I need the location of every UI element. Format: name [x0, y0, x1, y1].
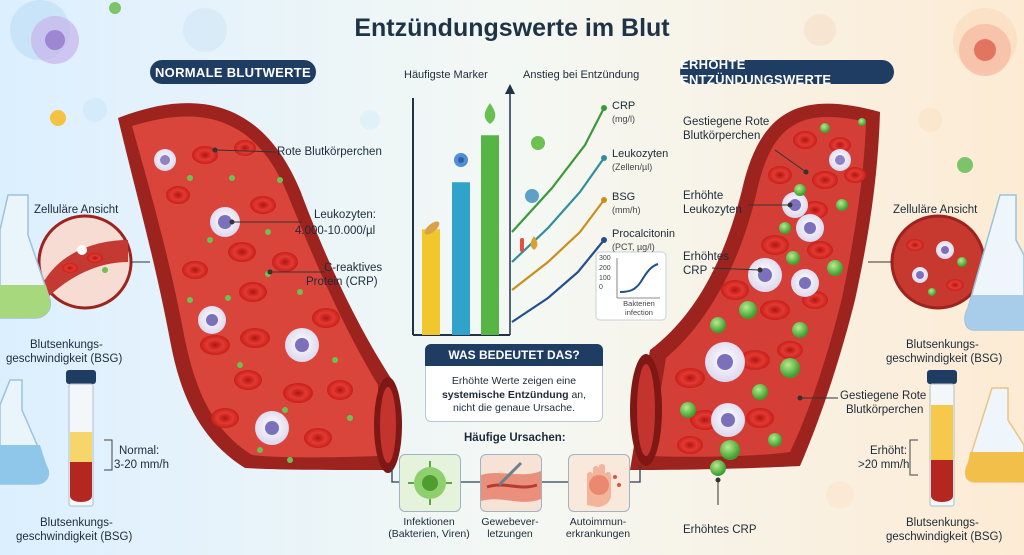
right-rbc-label-1: Gestiegene Rote	[683, 116, 770, 128]
marker-chart	[412, 84, 607, 336]
left-cell-view-label: Zelluläre Ansicht	[34, 204, 119, 216]
bacteria-dot-icon	[50, 110, 66, 126]
test-tube-elevated-icon	[927, 370, 957, 507]
right-crp-bottom-label: Erhöhtes CRP	[683, 524, 757, 536]
cause-tissue-injury-label: Gewebever-letzungen	[481, 516, 539, 541]
germ-icon	[531, 136, 545, 150]
right-rbc2-label-1: Gestiegene Rote	[840, 390, 927, 402]
right-rbc-label-2: Blutkörperchen	[683, 130, 761, 142]
marker-line-bsg	[511, 199, 605, 291]
cause-infection-label: Infektionen(Bakterien, Viren)	[388, 516, 470, 541]
info-box: WAS BEDEUTET DAS? Erhöhte Werte zeigen e…	[425, 344, 603, 422]
marker-label-leukozyten: Leukozyten(Zellen/µl)	[612, 148, 669, 172]
drop-icon	[484, 103, 496, 124]
right-crp-label-2: CRP	[683, 265, 708, 277]
right-crp-label-1: Erhöhtes	[683, 251, 730, 263]
tissue-injury-icon	[481, 461, 541, 502]
left-bsg-bottom-2: geschwindigkeit (BSG)	[16, 531, 133, 543]
marker-label-crp: CRP(mg/l)	[612, 100, 636, 124]
left-cell-view-circle	[37, 214, 133, 310]
right-leuko-label-2: Leukozyten	[683, 204, 742, 216]
left-bsg-top-1: Blutsenkungs-	[30, 339, 103, 351]
elevated-value: >20 mm/h	[858, 459, 910, 471]
left-bsg-bottom-1: Blutsenkungs-	[40, 517, 113, 529]
left-rbc-label: Rote Blutkörperchen	[277, 146, 382, 158]
flask-icon	[0, 379, 50, 485]
normal-bracket	[104, 439, 113, 471]
marker-label-procalcitonin: Procalcitonin(PCT, µg/l)	[612, 228, 675, 252]
causes-connectors	[391, 466, 641, 483]
elevated-bracket	[909, 439, 918, 476]
right-bsg-top-2: geschwindigkeit (BSG)	[886, 353, 1003, 365]
virus-icon	[959, 24, 1011, 76]
left-crp-label-1: C-reaktives	[324, 262, 383, 274]
left-banner: NORMALE BLUTWERTE	[150, 60, 316, 84]
marker-line-procalcitonin	[511, 239, 605, 323]
bacteria-dot-icon	[957, 157, 973, 173]
right-cell-view-label: Zelluläre Ansicht	[893, 204, 978, 216]
lab-icon	[525, 189, 539, 203]
cause-autoimmune-label: Autoimmun-erkrankungen	[565, 516, 631, 541]
left-leuko-value: 4.000-10.000/µl	[295, 225, 376, 237]
right-bsg-bottom-1: Blutsenkungs-	[906, 517, 979, 529]
chart-bar-2	[452, 182, 470, 335]
inflamed-hand-icon	[587, 464, 621, 507]
chart-bar-3	[481, 135, 499, 335]
flask-icon	[964, 387, 1024, 483]
virus-small-icon	[454, 153, 468, 167]
left-bsg-top-2: geschwindigkeit (BSG)	[6, 353, 123, 365]
bacteria-icon	[424, 221, 440, 235]
marker-endpoint-bsg	[601, 197, 607, 203]
right-rbc2-label-2: Blutkörperchen	[846, 404, 924, 416]
right-bsg-top-1: Blutsenkungs-	[906, 339, 979, 351]
info-box-text: Erhöhte Werte zeigen eine systemische En…	[441, 375, 587, 415]
marker-endpoint-crp	[601, 105, 607, 111]
elevated-label: Erhöht:	[870, 445, 908, 457]
info-box-heading: WAS BEDEUTET DAS?	[425, 344, 603, 366]
cause-infection-card	[399, 454, 461, 512]
right-crp-spheres	[680, 118, 866, 476]
right-leukocytes	[705, 149, 851, 437]
left-leuko-label: Leukozyten:	[313, 209, 376, 221]
marker-label-bsg: BSG(mm/h)	[612, 191, 641, 215]
chart-heading-right: Anstieg bei Entzündung	[523, 69, 640, 81]
right-callout-lines	[711, 149, 892, 505]
inset-chart	[595, 251, 667, 321]
normal-value: 3-20 mm/h	[114, 459, 169, 471]
virus-bacteria-icon	[408, 461, 452, 505]
cause-tissue-injury-card	[480, 454, 542, 512]
marker-endpoint-procalcitonin	[601, 237, 607, 243]
chart-bar-1	[422, 229, 440, 335]
right-bsg-bottom-2: geschwindigkeit (BSG)	[886, 531, 1003, 543]
bacteria-dot-icon	[109, 2, 121, 14]
causes-heading: Häufige Ursachen:	[464, 432, 566, 444]
drop-small-icon	[530, 236, 538, 250]
virus-icon	[31, 16, 79, 64]
cause-autoimmune-card	[568, 454, 630, 512]
left-callout-lines	[131, 147, 325, 275]
thermometer-icon	[520, 238, 524, 252]
right-leuko-label-1: Erhöhte	[683, 190, 724, 202]
left-leukocytes	[154, 149, 319, 445]
chart-heading-left: Häufigste Marker	[404, 69, 488, 81]
right-red-blood-cells	[675, 131, 866, 454]
marker-line-leukozyten	[511, 157, 605, 263]
marker-endpoint-leukozyten	[601, 155, 607, 161]
test-tube-normal-icon	[66, 370, 96, 507]
page-title: Entzündungswerte im Blut	[354, 14, 670, 42]
left-crp-dots	[187, 175, 353, 463]
right-banner: ERHÖHTE ENTZÜNDUNGSWERTE	[680, 57, 894, 87]
normal-label: Normal:	[119, 445, 160, 457]
flask-icon	[964, 194, 1024, 331]
left-red-blood-cells	[166, 140, 353, 448]
marker-line-crp	[511, 107, 605, 233]
left-crp-label-2: Protein (CRP)	[306, 276, 378, 288]
flask-icon	[0, 194, 52, 319]
right-cell-view-circle	[890, 214, 986, 310]
